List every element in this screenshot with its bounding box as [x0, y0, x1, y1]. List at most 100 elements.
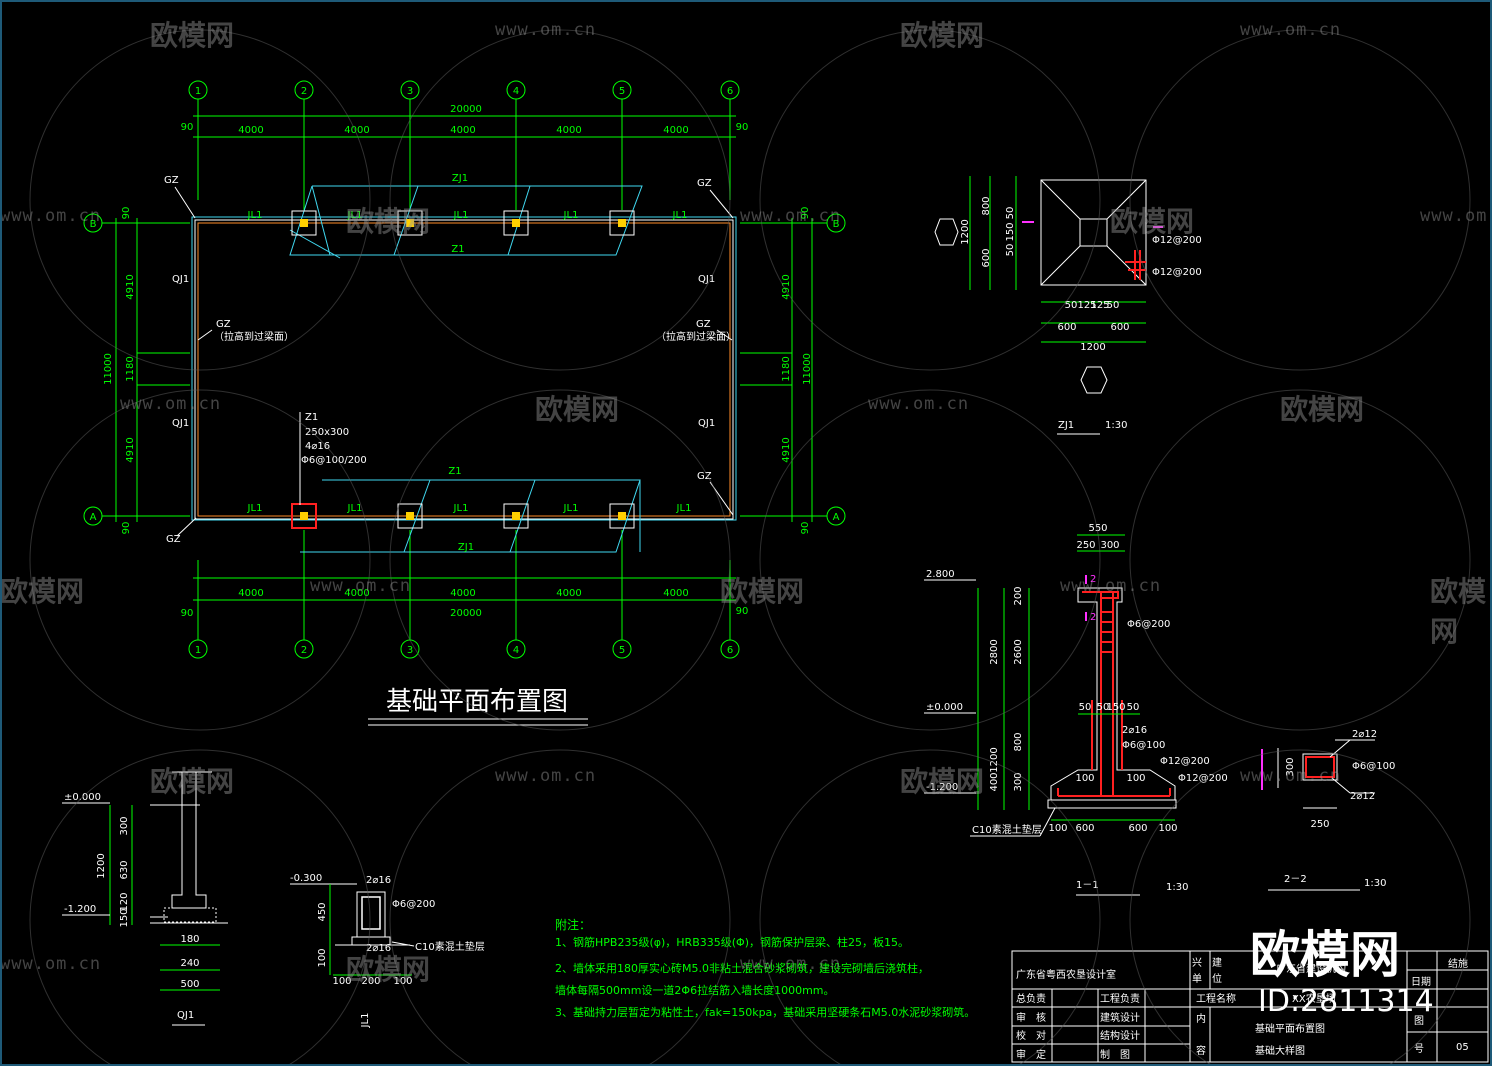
edge-dim: 90 — [736, 606, 749, 617]
zj1-rebar: Φ12@200 — [1152, 267, 1202, 278]
jl1-dim: 100 — [317, 948, 328, 967]
section-1-1: 2 2 550 250 300 2.800 ±0.000 -1.200 200 … — [924, 523, 1228, 896]
watermark-url: www.om.cn — [120, 394, 222, 414]
axis-label-1: 1 — [195, 86, 201, 97]
side-dimension-lines — [115, 218, 813, 522]
general-notes: 附注： 1、钢筋HPB235级(φ)，HRB335级(Φ)，钢筋保护层梁、柱25… — [555, 917, 975, 1019]
axis-bubbles-side: B A B A — [83, 213, 846, 526]
sec11-rebar: Φ12@200 — [1160, 756, 1210, 767]
qj1-detail: ±0.000 -1.200 300 630 1200 120 150 180 2… — [62, 771, 228, 1026]
notes-line: 3、基础持力层暂定为粘性土，fak=150kpa，基础采用坚硬条石M5.0水泥砂… — [555, 1005, 975, 1019]
gz-label: GZ — [164, 175, 179, 186]
content-line: 基础平面布置图 — [1255, 1022, 1325, 1035]
sec22-title: 2－2 — [1284, 874, 1307, 885]
column-note-line: 250x300 — [305, 427, 349, 438]
sec11-dim: 150 — [1106, 702, 1125, 713]
sec11-dim: 2600 — [1013, 639, 1024, 664]
axis-bubbles-top: 1 2 3 4 5 6 — [188, 80, 740, 100]
section-1-1-rebar — [1057, 591, 1171, 797]
zj1-dim: 600 — [1110, 322, 1129, 333]
watermark-logo: 欧模网 — [150, 765, 235, 798]
gz-label: GZ — [216, 319, 231, 330]
side-dim: 1180 — [781, 356, 792, 381]
project-value: XX农垦场 — [1292, 992, 1336, 1005]
jl1-note: C10素混土垫层 — [415, 940, 485, 953]
sec22-rebar: 2⌀12 — [1350, 791, 1375, 802]
role-label: 审 定 — [1016, 1048, 1046, 1061]
z1-label: Z1 — [451, 244, 464, 255]
right-label: 号 — [1414, 1043, 1424, 1055]
role-label: 审 核 — [1016, 1011, 1046, 1024]
jl1-label: JL1 — [347, 210, 363, 221]
qj1-dim: 240 — [180, 958, 199, 969]
column-note-line: 4⌀16 — [305, 441, 330, 452]
bay-dim: 4000 — [344, 125, 369, 136]
side-dim: 4910 — [781, 437, 792, 462]
watermark-url: www.om.cn — [1420, 206, 1492, 226]
watermark-url: www.om.cn — [1060, 576, 1162, 596]
jl1-dim: 450 — [317, 902, 328, 921]
axis-label-4: 4 — [513, 86, 519, 97]
watermark-logo: 欧模网 — [346, 205, 431, 238]
title-block: 广东省粤西农垦设计室 兴 建 单 位 广东省建设机构 总负责 审 核 校 对 审… — [1011, 950, 1489, 1063]
plan-title: 基础平面布置图 — [386, 687, 568, 717]
foundation-plan: 1 2 3 4 5 6 1 2 3 4 5 6 B A B A — [83, 80, 846, 726]
build-unit-label: 兴 建 — [1192, 956, 1222, 969]
level: ±0.000 — [926, 702, 963, 713]
role-label: 总负责 — [1016, 992, 1046, 1005]
sec11-dim: 50 — [1097, 702, 1110, 713]
zj1-dim: 50 — [1005, 207, 1016, 220]
column-note-line: Z1 — [305, 412, 318, 423]
zj1-dim: 50 — [1107, 300, 1120, 311]
sec11-dim: 100 — [1075, 773, 1094, 784]
section-1-1-dim-lines — [977, 534, 1175, 821]
sec11-rebar: Φ6@200 — [1127, 619, 1170, 630]
edge-dim: 90 — [181, 122, 194, 133]
axis-label-b: B — [833, 219, 840, 230]
column-note: Z1 250x300 4⌀16 Φ6@100/200 — [299, 412, 367, 505]
edge-dim: 90 — [736, 122, 749, 133]
qj1-title: QJ1 — [177, 1010, 194, 1021]
sec11-rebar: Φ6@100 — [1122, 740, 1165, 751]
jl1-label: JL1 — [347, 503, 363, 514]
sec11-dim: 2800 — [989, 639, 1000, 664]
build-unit-label: 单 位 — [1192, 972, 1222, 985]
level: 2.800 — [926, 569, 955, 580]
sec11-dim: 600 — [1128, 823, 1147, 834]
watermark-url: www.om.cn — [0, 206, 102, 226]
content-label: 容 — [1196, 1044, 1206, 1057]
qj1-dim: 180 — [180, 934, 199, 945]
qj1-dim-lines — [109, 805, 220, 991]
zj1-dim: 600 — [1057, 322, 1076, 333]
role-label: 结构设计 — [1100, 1029, 1140, 1042]
zj1-dim: 600 — [981, 248, 992, 267]
role-label: 制 图 — [1100, 1048, 1130, 1061]
watermark-url: www.om.cn — [0, 954, 102, 974]
watermark-logo: 欧模网 — [1280, 393, 1365, 426]
sec11-dim: 600 — [1075, 823, 1094, 834]
sheet-no: 05 — [1456, 1042, 1469, 1053]
zj1-dim: 125 — [1077, 300, 1096, 311]
axis-extension-lines — [102, 99, 827, 640]
sec11-dim: 300 — [1100, 540, 1119, 551]
zj1-footing-hatch-top — [289, 185, 643, 553]
sec22-dim: 300 — [1285, 757, 1296, 776]
zj1-label: ZJ1 — [458, 542, 474, 553]
side-dim: 90 — [800, 522, 811, 535]
sec22-scale: 1:30 — [1364, 878, 1386, 889]
zj1-title: ZJ1 — [1058, 420, 1074, 431]
section-mark: 2 — [1090, 612, 1096, 623]
overall-dim-top: 20000 — [450, 104, 482, 115]
side-dim: 4910 — [125, 437, 136, 462]
axis-label-5: 5 — [619, 86, 625, 97]
qj1-dim: 120 — [119, 892, 130, 911]
jl1-label: JL1 — [672, 210, 688, 221]
axis-label-a: A — [90, 512, 97, 523]
qj1-dim: 150 — [119, 908, 130, 927]
jl1-label: JL1 — [563, 210, 579, 221]
watermark-logo: 欧模网 — [150, 19, 235, 52]
jl1-rebar: 2⌀16 — [366, 943, 391, 954]
watermark-url: www.om.cn — [495, 766, 597, 786]
sec11-dim: 550 — [1088, 523, 1107, 534]
gz-label: GZ — [696, 319, 711, 330]
